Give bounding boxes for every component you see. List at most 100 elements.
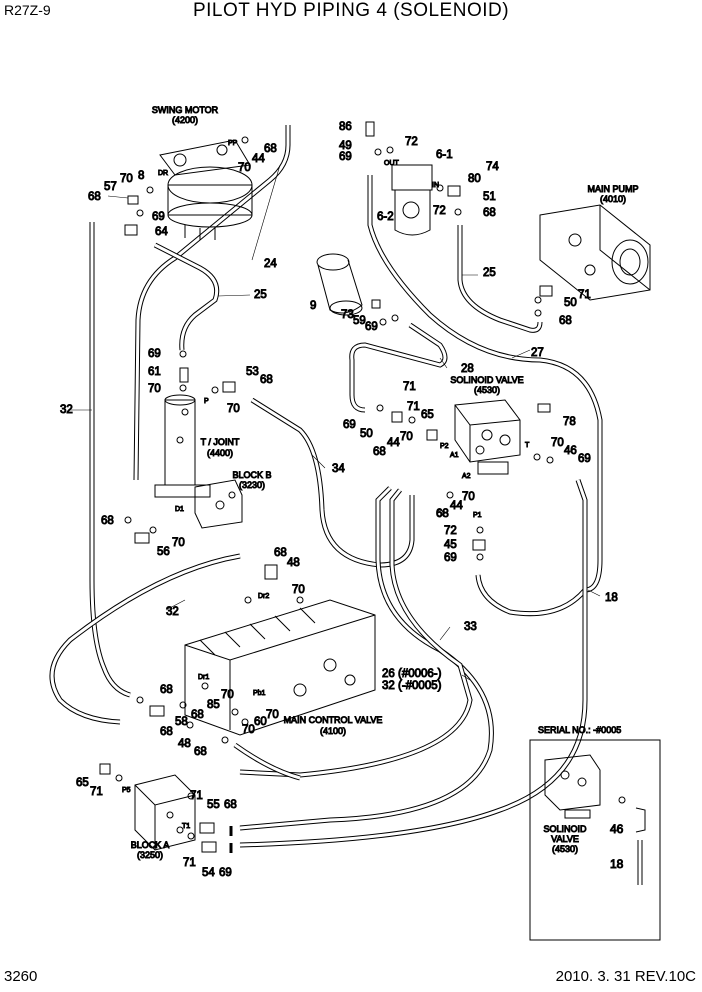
callout: 58 [175,716,188,728]
callout: 8 [138,170,144,182]
callout: 33 [464,621,477,633]
callout: 53 [246,366,259,378]
callout: 65 [76,777,89,789]
callout: 25 [254,289,267,301]
port-in: IN [432,182,439,189]
port-labels: PP DR OUT IN P D1 Dr2 Dr1 Pb1 P2 A1 A2 P… [122,140,531,831]
callout: 72 [433,205,446,217]
callout: 68 [191,709,204,721]
callout: 56 [157,546,170,558]
callout: 70 [292,584,305,596]
callout: 69 [339,151,352,163]
callout: 28 [461,363,474,375]
revision-date: 2010. 3. 31 REV.10C [555,968,696,985]
callout: 48 [178,738,191,750]
callout: 68 [559,315,572,327]
port-a2: A2 [462,473,471,480]
callout: 69 [343,419,356,431]
port-t1: T1 [182,823,190,830]
callout: 70 [266,709,279,721]
component-labels: SWING MOTOR (4200) MAIN PUMP (4010) SOLI… [130,105,639,861]
solenoid-valve [454,399,521,475]
callout: 68 [88,191,101,203]
port-p1: P1 [473,512,482,519]
port-a1: A1 [450,452,459,459]
callout: 70 [221,689,234,701]
callout: 65 [421,409,434,421]
callout: 71 [90,786,103,798]
callout: 59 [353,315,366,327]
callout: 25 [483,267,496,279]
callout: 70 [400,431,413,443]
callout: 6-2 [377,211,394,223]
callout: 54 [202,867,215,879]
filter [316,253,363,316]
callout: 70 [172,537,185,549]
hose-18 [475,574,587,617]
callout: 68 [194,746,207,758]
callout: 27 [531,347,544,359]
main-control-valve [184,599,376,736]
main-pump [539,204,651,301]
leader-lines [68,164,601,681]
callout: 64 [155,226,168,238]
port-dr2: Dr2 [258,593,269,600]
hose-25-right [457,225,543,333]
callout: 34 [332,463,345,475]
line-filter [391,164,433,236]
callout: 72 [444,525,457,537]
callout: 78 [563,416,576,428]
callout: 69 [148,348,161,360]
callout: 70 [148,383,161,395]
port-t: T [525,442,530,449]
callout: 70 [551,437,564,449]
callout: 32 [166,606,179,618]
callout: 68 [264,143,277,155]
callout: 70 [242,724,255,736]
callout: 71 [407,401,420,413]
callout: 69 [219,867,232,879]
inset-valve-name1: SOLINOID [543,824,587,834]
callout: 85 [207,699,220,711]
callout: 44 [450,500,463,512]
port-p5: P5 [122,787,131,794]
port-pp: PP [228,140,238,147]
solenoid-valve-code: (4530) [474,385,500,395]
port-p: P [204,398,209,405]
callout: 68 [373,446,386,458]
main-pump-name: MAIN PUMP [587,184,638,194]
callout: 69 [578,453,591,465]
callout: 45 [444,539,457,551]
port-pb1: Pb1 [253,690,266,697]
turning-joint-name: T / JOINT [201,437,240,447]
callout: 80 [468,173,481,185]
block-b [194,479,243,529]
callout: 71 [403,381,416,393]
inset-labels: SERIAL NO.: -#0005 SOLINOID VALVE (4530)… [538,725,625,872]
callout: 69 [444,552,457,564]
callout: 70 [120,173,133,185]
port-p2: P2 [440,443,449,450]
callout: 71 [578,289,591,301]
inset-title: SERIAL NO.: -#0005 [538,725,621,735]
callout: 68 [224,799,237,811]
callout: 50 [360,428,373,440]
turning-joint-code: (4400) [207,448,233,458]
inset-callout-18: 18 [610,857,624,871]
callout: 55 [207,799,220,811]
callout: 70 [462,491,475,503]
block-a [134,774,196,851]
callout: 6-1 [436,149,453,161]
mcv-name: MAIN CONTROL VALVE [284,715,383,725]
port-dr: DR [158,170,168,177]
callout: 9 [310,300,316,312]
page-number: 3260 [4,968,38,985]
callout: 24 [264,258,277,270]
callout: 74 [486,161,499,173]
callout: 60 [254,716,267,728]
callout: 86 [339,121,352,133]
block-b-code: (3230) [239,480,265,490]
serial-inset [529,739,661,941]
